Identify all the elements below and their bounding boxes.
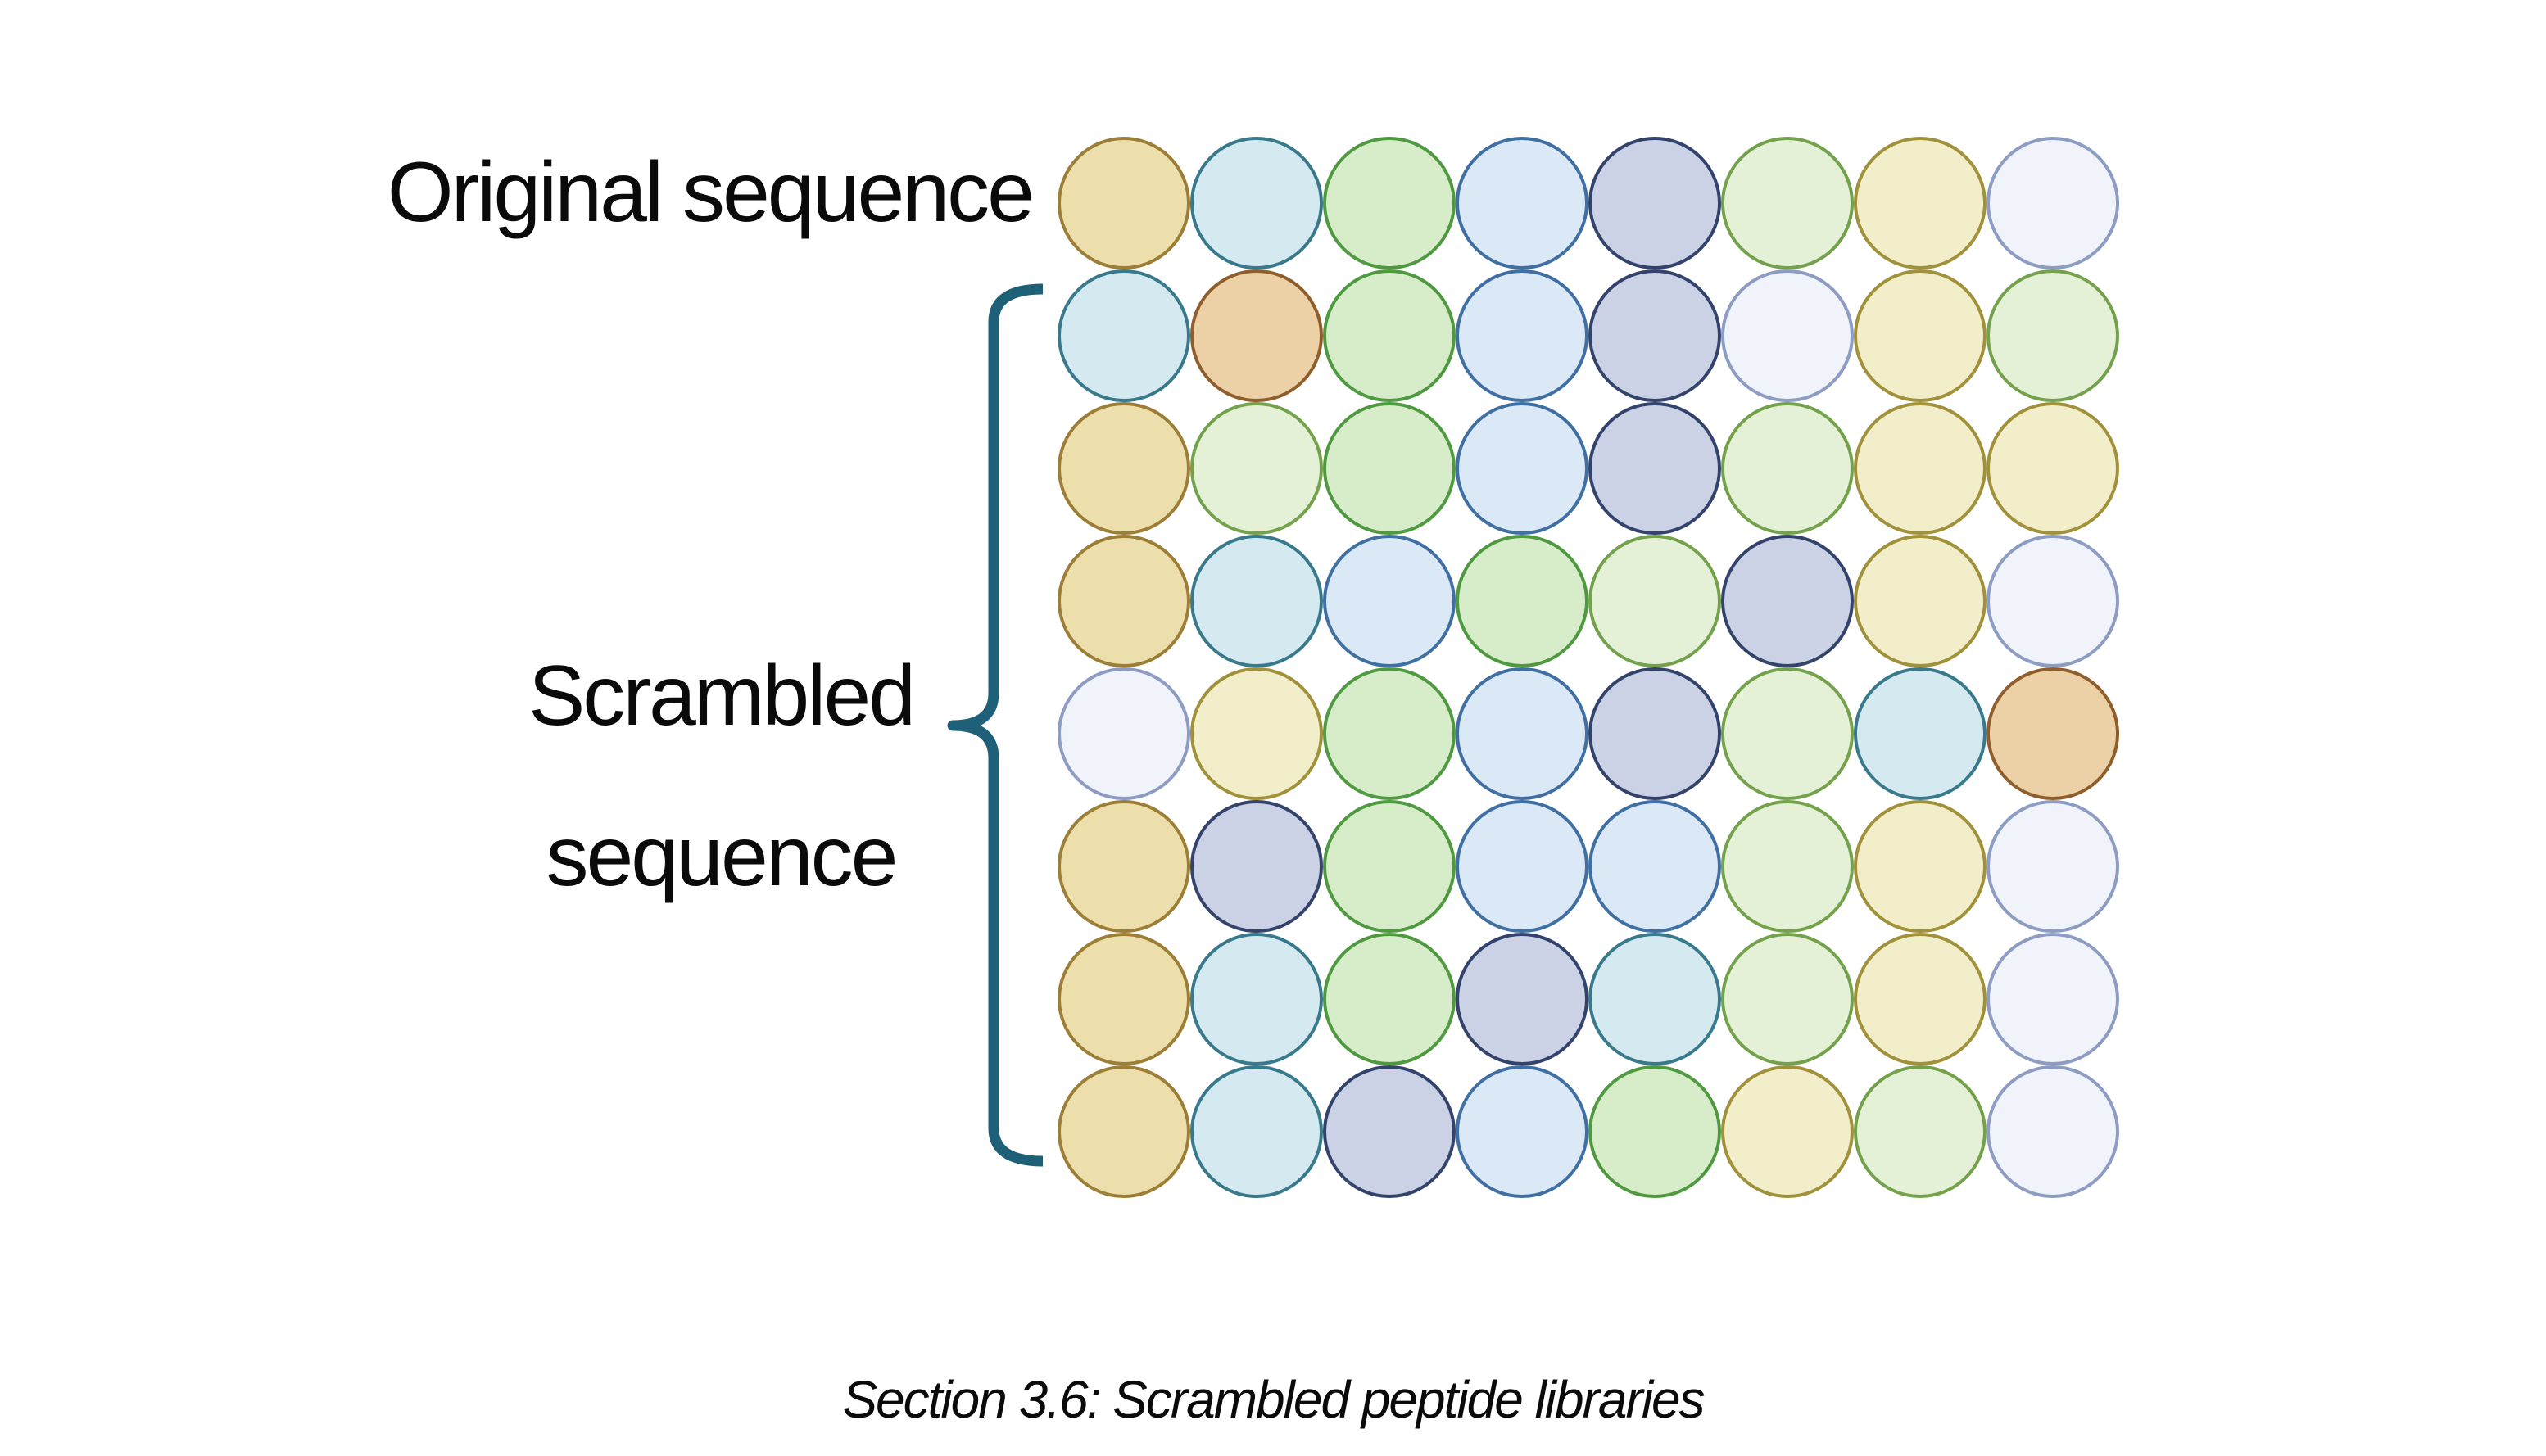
original-peptide-circle [1987, 137, 2119, 269]
scrambled-peptide-circle [1588, 535, 1721, 667]
scrambled-sequence-label-line2: sequence [546, 809, 898, 904]
scrambled-peptide-circle [1190, 933, 1323, 1065]
scrambled-peptide-circle [1987, 933, 2119, 1065]
caption: Section 3.6: Scrambled peptide libraries [842, 1370, 1705, 1429]
original-peptide-circle [1190, 137, 1323, 269]
scrambled-peptide-circle [1456, 535, 1588, 667]
original-peptide-circle [1854, 137, 1987, 269]
scrambled-peptide-circle [1190, 667, 1323, 800]
original-peptide-circle [1721, 137, 1854, 269]
original-sequence-label: Original sequence [387, 145, 1035, 240]
scrambled-sequence-label-line1: Scrambled [528, 649, 916, 744]
original-peptide-circle [1456, 137, 1588, 269]
scrambled-peptide-circle [1588, 1065, 1721, 1198]
scrambled-peptide-circle [1854, 933, 1987, 1065]
scrambled-peptide-circle [1456, 269, 1588, 402]
scrambled-peptide-circle [1058, 535, 1190, 667]
scrambled-sequence-label: Scrambled sequence [475, 616, 967, 937]
original-peptide-circle [1058, 137, 1190, 269]
scrambled-peptide-circle [1854, 402, 1987, 535]
scrambled-peptide-circle [1456, 1065, 1588, 1198]
scrambled-peptide-circle [1987, 402, 2119, 535]
scrambled-peptide-circle [1721, 535, 1854, 667]
scrambled-peptide-circle [1854, 535, 1987, 667]
original-peptide-circle [1588, 137, 1721, 269]
left-curly-brace-icon [947, 283, 1044, 1167]
scrambled-peptide-circle [1058, 933, 1190, 1065]
scrambled-peptide-circle [1854, 269, 1987, 402]
scrambled-peptide-circle [1323, 1065, 1456, 1198]
scrambled-peptide-circle [1190, 535, 1323, 667]
scrambled-peptide-circle [1058, 1065, 1190, 1198]
scrambled-peptide-circle [1987, 535, 2119, 667]
scrambled-peptide-circle [1323, 667, 1456, 800]
scrambled-peptide-circle [1058, 402, 1190, 535]
scrambled-peptide-circle [1588, 933, 1721, 1065]
scrambled-peptide-circle [1987, 269, 2119, 402]
scrambled-peptide-circle [1058, 800, 1190, 933]
scrambled-peptide-circle [1323, 402, 1456, 535]
scrambled-peptide-circle [1854, 1065, 1987, 1198]
scrambled-peptide-circle [1721, 933, 1854, 1065]
scrambled-peptide-circle [1190, 1065, 1323, 1198]
scrambled-peptide-circle [1456, 667, 1588, 800]
scrambled-peptide-circle [1721, 667, 1854, 800]
scrambled-peptide-circle [1721, 800, 1854, 933]
scrambled-peptide-circle [1588, 800, 1721, 933]
scrambled-peptide-circle [1190, 269, 1323, 402]
brace-path [947, 283, 1044, 1167]
original-peptide-circle [1323, 137, 1456, 269]
scrambled-peptide-circle [1456, 800, 1588, 933]
scrambled-peptide-circle [1190, 800, 1323, 933]
peptide-grid [1058, 137, 2119, 1198]
scrambled-peptide-circle [1987, 800, 2119, 933]
scrambled-peptide-circle [1058, 667, 1190, 800]
scrambled-peptide-circle [1588, 402, 1721, 535]
scrambled-peptide-circle [1987, 667, 2119, 800]
scrambled-peptide-circle [1323, 800, 1456, 933]
scrambled-peptide-circle [1190, 402, 1323, 535]
scrambled-peptide-circle [1588, 667, 1721, 800]
scrambled-peptide-circle [1854, 800, 1987, 933]
scrambled-peptide-circle [1456, 402, 1588, 535]
scrambled-peptide-circle [1323, 535, 1456, 667]
scrambled-peptide-circle [1721, 269, 1854, 402]
scrambled-peptide-circle [1721, 1065, 1854, 1198]
scrambled-peptide-circle [1588, 269, 1721, 402]
scrambled-peptide-circle [1323, 269, 1456, 402]
scrambled-peptide-circle [1323, 933, 1456, 1065]
scrambled-peptide-circle [1854, 667, 1987, 800]
scrambled-peptide-circle [1058, 269, 1190, 402]
scrambled-peptide-circle [1721, 402, 1854, 535]
scrambled-peptide-circle [1987, 1065, 2119, 1198]
scrambled-peptide-circle [1456, 933, 1588, 1065]
